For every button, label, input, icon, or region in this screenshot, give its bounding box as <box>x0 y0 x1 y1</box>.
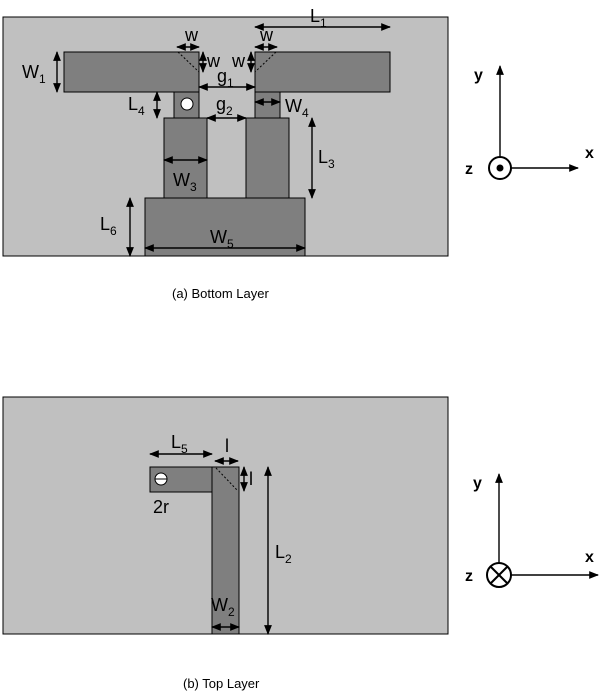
z-out-dot <box>496 164 504 172</box>
label-w3: W3 <box>173 170 197 194</box>
right-neck <box>254 91 281 119</box>
label-w4: W4 <box>285 96 309 120</box>
label-l3: L3 <box>318 147 335 171</box>
label-w-b: w <box>259 25 274 45</box>
label-w2: W2 <box>211 595 235 619</box>
label-g1: g1 <box>217 66 234 90</box>
label-w-a: w <box>184 25 199 45</box>
axis-label-z-bottom: z <box>465 161 473 178</box>
top-layer: L5 l l 2r L2 W2 (b) Top Layer y x z <box>2 396 599 691</box>
label-l2: L2 <box>275 542 292 566</box>
right-arm <box>254 51 391 93</box>
corner-cut-right <box>254 51 277 73</box>
feed-line <box>211 466 240 635</box>
label-l1: L1 <box>310 6 327 30</box>
label-w-c: w <box>206 51 221 71</box>
corner-cut-left <box>177 51 200 73</box>
label-l-b: l <box>249 469 253 489</box>
label-w5: W5 <box>210 227 234 251</box>
z-in-cross-b <box>490 566 508 584</box>
caption-top-layer: (b) Top Layer <box>183 676 260 691</box>
label-w1: W1 <box>22 62 46 86</box>
corner-cut-top <box>215 467 238 491</box>
label-2r: 2r <box>153 497 169 517</box>
label-w-d: w <box>231 51 246 71</box>
label-g2: g2 <box>216 94 233 118</box>
axis-label-y-bottom: y <box>474 67 483 84</box>
label-l6: L6 <box>100 214 117 238</box>
label-l5: L5 <box>171 432 188 456</box>
caption-bottom-layer: (a) Bottom Layer <box>172 286 269 301</box>
bottom-layer: W1 L1 w w w w g1 g2 L4 W4 L3 W3 L6 <box>2 6 594 301</box>
right-vertical-strip <box>245 117 290 199</box>
left-arm <box>63 51 200 93</box>
axes-top: y x z <box>465 473 599 588</box>
axis-label-z-top: z <box>465 568 473 585</box>
label-l4: L4 <box>128 94 145 118</box>
label-l-a: l <box>225 436 229 456</box>
axis-label-x-top: x <box>585 549 594 566</box>
via-hole <box>180 97 194 111</box>
axis-label-y-top: y <box>473 475 482 492</box>
axis-label-x-bottom: x <box>585 145 594 162</box>
axes-bottom: y x z <box>465 65 594 180</box>
